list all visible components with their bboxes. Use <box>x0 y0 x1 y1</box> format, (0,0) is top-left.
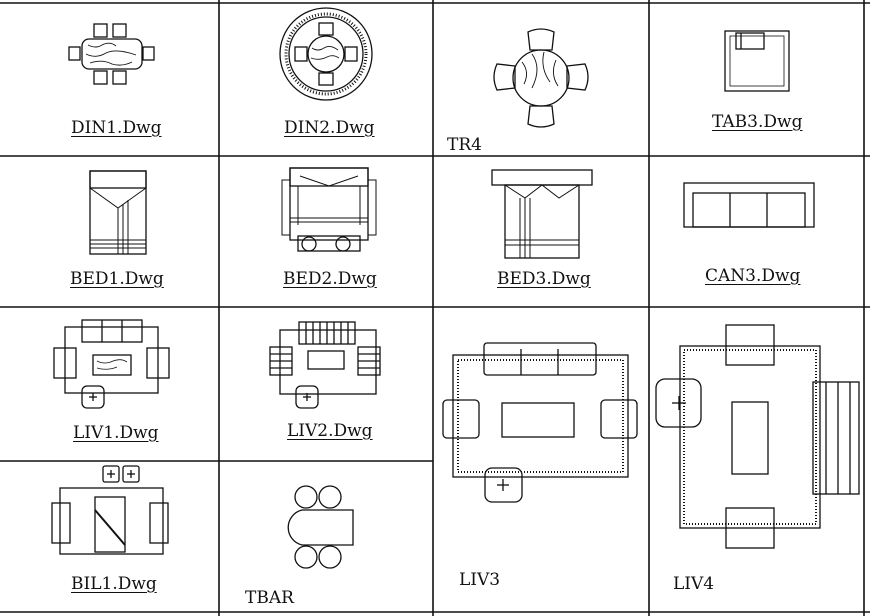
can3-sofa[interactable] <box>683 182 815 228</box>
bed3-label: BED3.Dwg <box>497 269 591 289</box>
tab3-label: TAB3.Dwg <box>712 112 803 132</box>
din2-round-dining[interactable] <box>279 7 373 101</box>
tr4-label: TR4 <box>447 135 482 155</box>
bed1-label: BED1.Dwg <box>70 269 164 289</box>
din1-dining-set[interactable] <box>68 23 155 85</box>
bed1-single-bed[interactable] <box>89 170 147 255</box>
liv2-living-set[interactable] <box>269 321 381 409</box>
bil1-bedroom-layout[interactable] <box>51 465 169 555</box>
bed3-double-bed[interactable] <box>491 169 593 259</box>
bil1-label: BIL1.Dwg <box>71 574 157 594</box>
liv1-label: LIV1.Dwg <box>73 423 159 443</box>
bed2-label: BED2.Dwg <box>283 269 377 289</box>
liv4-living-set[interactable] <box>655 324 860 549</box>
liv2-label: LIV2.Dwg <box>287 421 373 441</box>
liv1-living-set[interactable] <box>53 319 170 409</box>
liv3-living-set[interactable] <box>442 342 638 503</box>
tbar-bar-table[interactable] <box>287 485 354 569</box>
tr4-round-table-4-chairs[interactable] <box>493 28 589 128</box>
bed2-double-bed-nightstands[interactable] <box>281 167 377 252</box>
din2-label: DIN2.Dwg <box>284 118 375 138</box>
tbar-label: TBAR <box>245 588 294 608</box>
tab3-square-table[interactable] <box>724 30 790 92</box>
liv4-label: LIV4 <box>673 574 715 594</box>
can3-label: CAN3.Dwg <box>705 266 801 286</box>
liv3-label: LIV3 <box>459 570 501 590</box>
din1-label: DIN1.Dwg <box>71 118 162 138</box>
